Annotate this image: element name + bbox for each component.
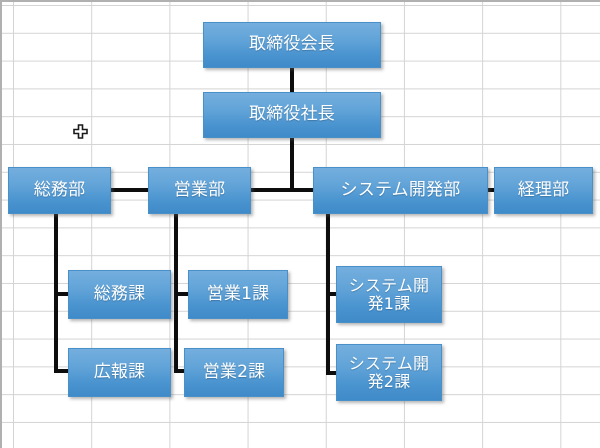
connector-chairman-president bbox=[290, 66, 294, 94]
connector-spine-sysdev-keiri bbox=[485, 188, 497, 192]
connector-soumubu-soumuka bbox=[54, 292, 72, 296]
org-node-system-development-section-2[interactable]: システム開 発2課 bbox=[336, 344, 442, 401]
org-node-general-affairs-dept[interactable]: 総務部 bbox=[8, 167, 111, 214]
connector-sysdevbu-sysdev2ka bbox=[326, 371, 340, 375]
org-node-system-development-section-1[interactable]: システム開 発1課 bbox=[336, 266, 442, 323]
org-node-sales-dept[interactable]: 営業部 bbox=[148, 167, 251, 214]
org-node-sales-section-2[interactable]: 営業2課 bbox=[184, 348, 284, 397]
org-node-president[interactable]: 取締役社長 bbox=[203, 92, 381, 138]
org-node-public-relations-section[interactable]: 広報課 bbox=[68, 348, 171, 397]
org-node-general-affairs-section[interactable]: 総務課 bbox=[68, 270, 171, 319]
org-node-chairman[interactable]: 取締役会長 bbox=[203, 22, 381, 68]
connector-sysdevbu-sysdev1ka bbox=[326, 292, 340, 296]
grid-left-edge bbox=[0, 0, 2, 448]
crosshair-plus-cursor-icon bbox=[73, 124, 88, 139]
connector-spine-soumu-eigyou bbox=[108, 188, 152, 192]
org-node-system-development-dept[interactable]: システム開発部 bbox=[313, 167, 488, 214]
connector-eigyoubu-eigyou2ka bbox=[174, 369, 192, 373]
connector-president-trunk bbox=[290, 136, 294, 192]
connector-eigyoubu-eigyou1ka bbox=[174, 292, 192, 296]
org-node-sales-section-1[interactable]: 営業1課 bbox=[188, 270, 288, 319]
connector-soumubu-kouhouka bbox=[54, 369, 72, 373]
grid-top-edge bbox=[0, 0, 600, 2]
org-node-accounting-dept[interactable]: 経理部 bbox=[494, 167, 593, 214]
connector-spine-eigyou-sysdev bbox=[248, 188, 316, 192]
